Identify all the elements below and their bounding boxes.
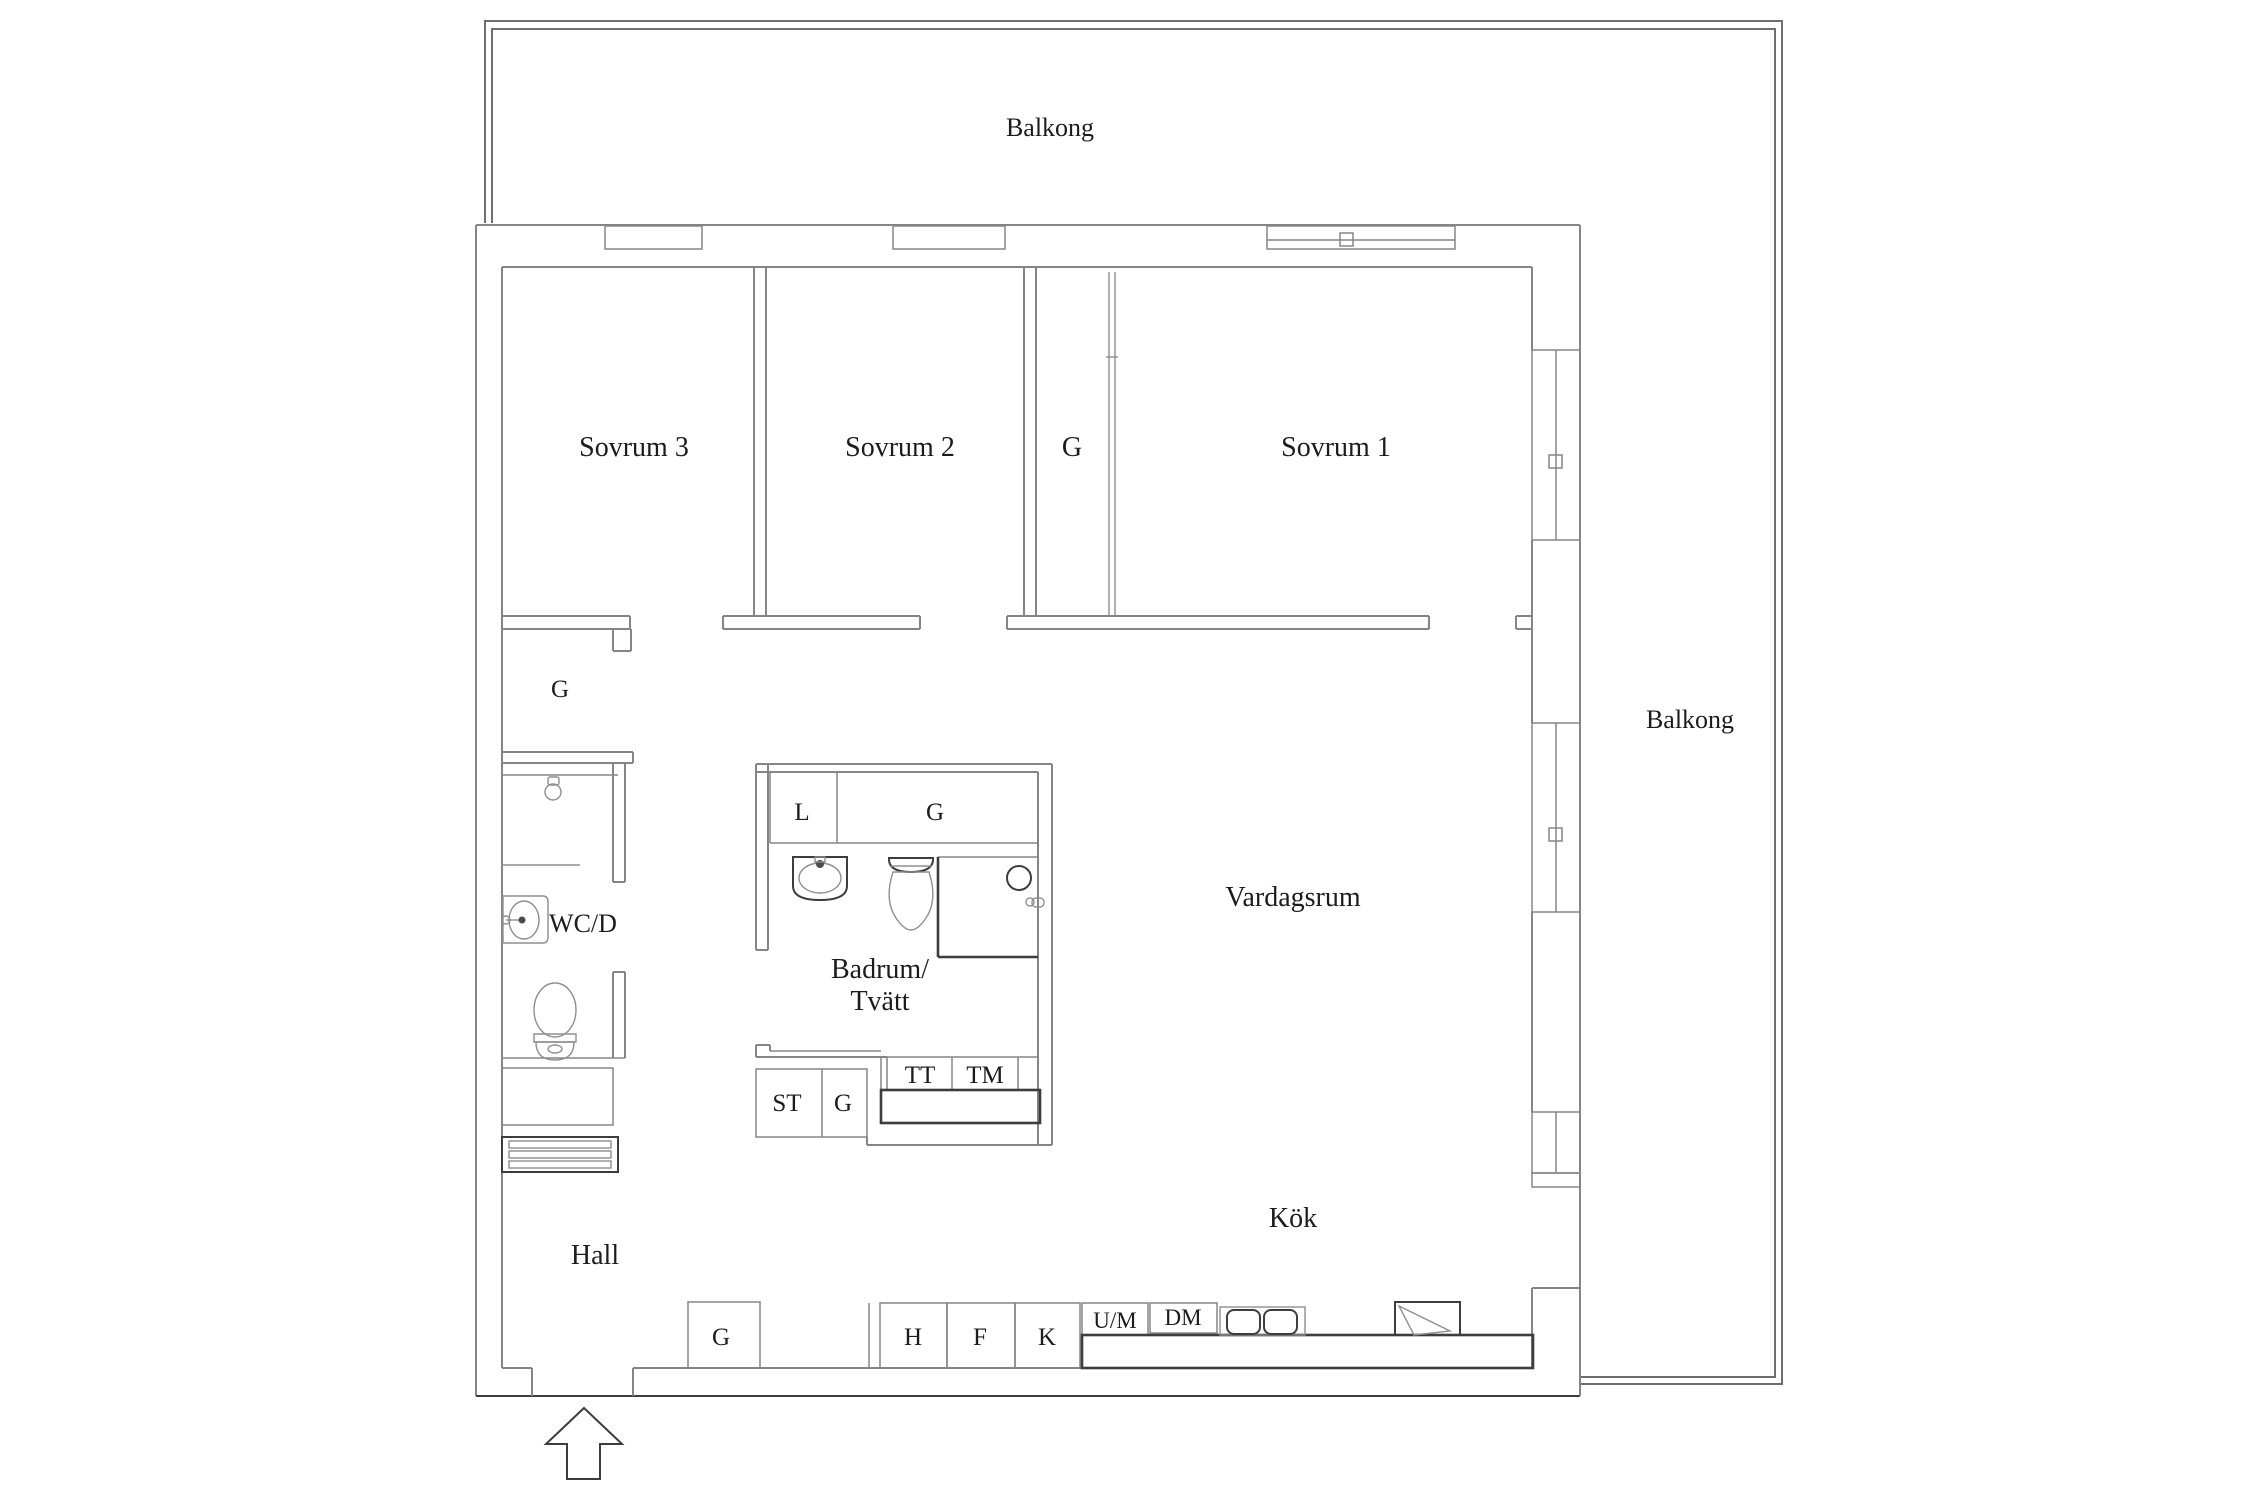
hall-closet-upper (502, 629, 634, 764)
balcony-right-label: Balkong (1646, 705, 1734, 734)
kitchen-k-label: K (1038, 1324, 1056, 1351)
kitchen-label: Kök (1269, 1203, 1317, 1234)
laundry-units (879, 1056, 1042, 1125)
bedroom-wall-band (502, 615, 1532, 630)
washing-machine-label: TM (966, 1062, 1004, 1089)
bathroom-walls (755, 763, 1053, 1146)
kitchen-sink-icon (1219, 1306, 1306, 1336)
bathroom-label-line1: Badrum/ (831, 954, 929, 985)
outer-walls (475, 224, 1581, 1397)
kitchen-stove-icon (1394, 1301, 1461, 1336)
hall-closet-lower-label: G (712, 1324, 730, 1351)
window-living-1 (1531, 349, 1581, 541)
hall-closet-upper-label: G (551, 676, 569, 703)
bathroom-st-g-closets (755, 1068, 868, 1138)
hall-shoe-rack-icon (501, 1067, 619, 1173)
bathroom-shower-icon (936, 856, 1045, 959)
kitchen-h-label: H (904, 1324, 922, 1351)
wall-bedroom3-bedroom2 (753, 267, 767, 616)
living-room-label: Vardagsrum (1225, 882, 1361, 913)
kitchen-f-label: F (973, 1324, 987, 1351)
bathroom-closet-l-label: L (794, 799, 809, 826)
window-living-2 (1531, 722, 1581, 913)
hall-closet-lower (687, 1301, 761, 1369)
towel-dryer-label: TT (905, 1062, 936, 1089)
balcony-top-right-outline (484, 20, 1783, 1385)
balcony-door (1531, 1111, 1581, 1188)
wc-room-label: WC/D (549, 909, 617, 938)
kitchen-cabinets (868, 1302, 1218, 1369)
closet-sliding-partition (1106, 272, 1118, 616)
kitchen-counter (1080, 1333, 1535, 1370)
bathroom-toilet-icon (887, 857, 935, 931)
bedroom-closet-label: G (1062, 432, 1082, 463)
wc-sink-icon (501, 895, 549, 944)
closet-g2-label: G (834, 1090, 852, 1117)
wc-shower-icon (544, 776, 562, 801)
closet-st-label: ST (772, 1090, 801, 1117)
wc-toilet-icon (533, 982, 577, 1061)
hall-label: Hall (571, 1240, 619, 1271)
bathroom-closet-row (769, 772, 1038, 844)
bedroom1-label: Sovrum 1 (1281, 432, 1391, 463)
window-bedroom3 (604, 225, 703, 250)
entrance-arrow-icon (543, 1406, 625, 1480)
kitchen-dm-label: DM (1164, 1305, 1201, 1330)
balcony-top-label: Balkong (1006, 113, 1094, 142)
bathroom-closet-g-label: G (926, 799, 944, 826)
kitchen-um-label: U/M (1093, 1308, 1136, 1333)
wc-room-walls (502, 763, 626, 1059)
bedroom2-label: Sovrum 2 (845, 432, 955, 463)
window-bedroom2 (892, 225, 1006, 250)
bathroom-sink-icon (792, 856, 848, 902)
bedroom3-label: Sovrum 3 (579, 432, 689, 463)
window-bedroom1 (1266, 225, 1456, 250)
wall-bedroom2-closet (1023, 267, 1037, 616)
bathroom-label-line2: Tvätt (850, 986, 909, 1017)
